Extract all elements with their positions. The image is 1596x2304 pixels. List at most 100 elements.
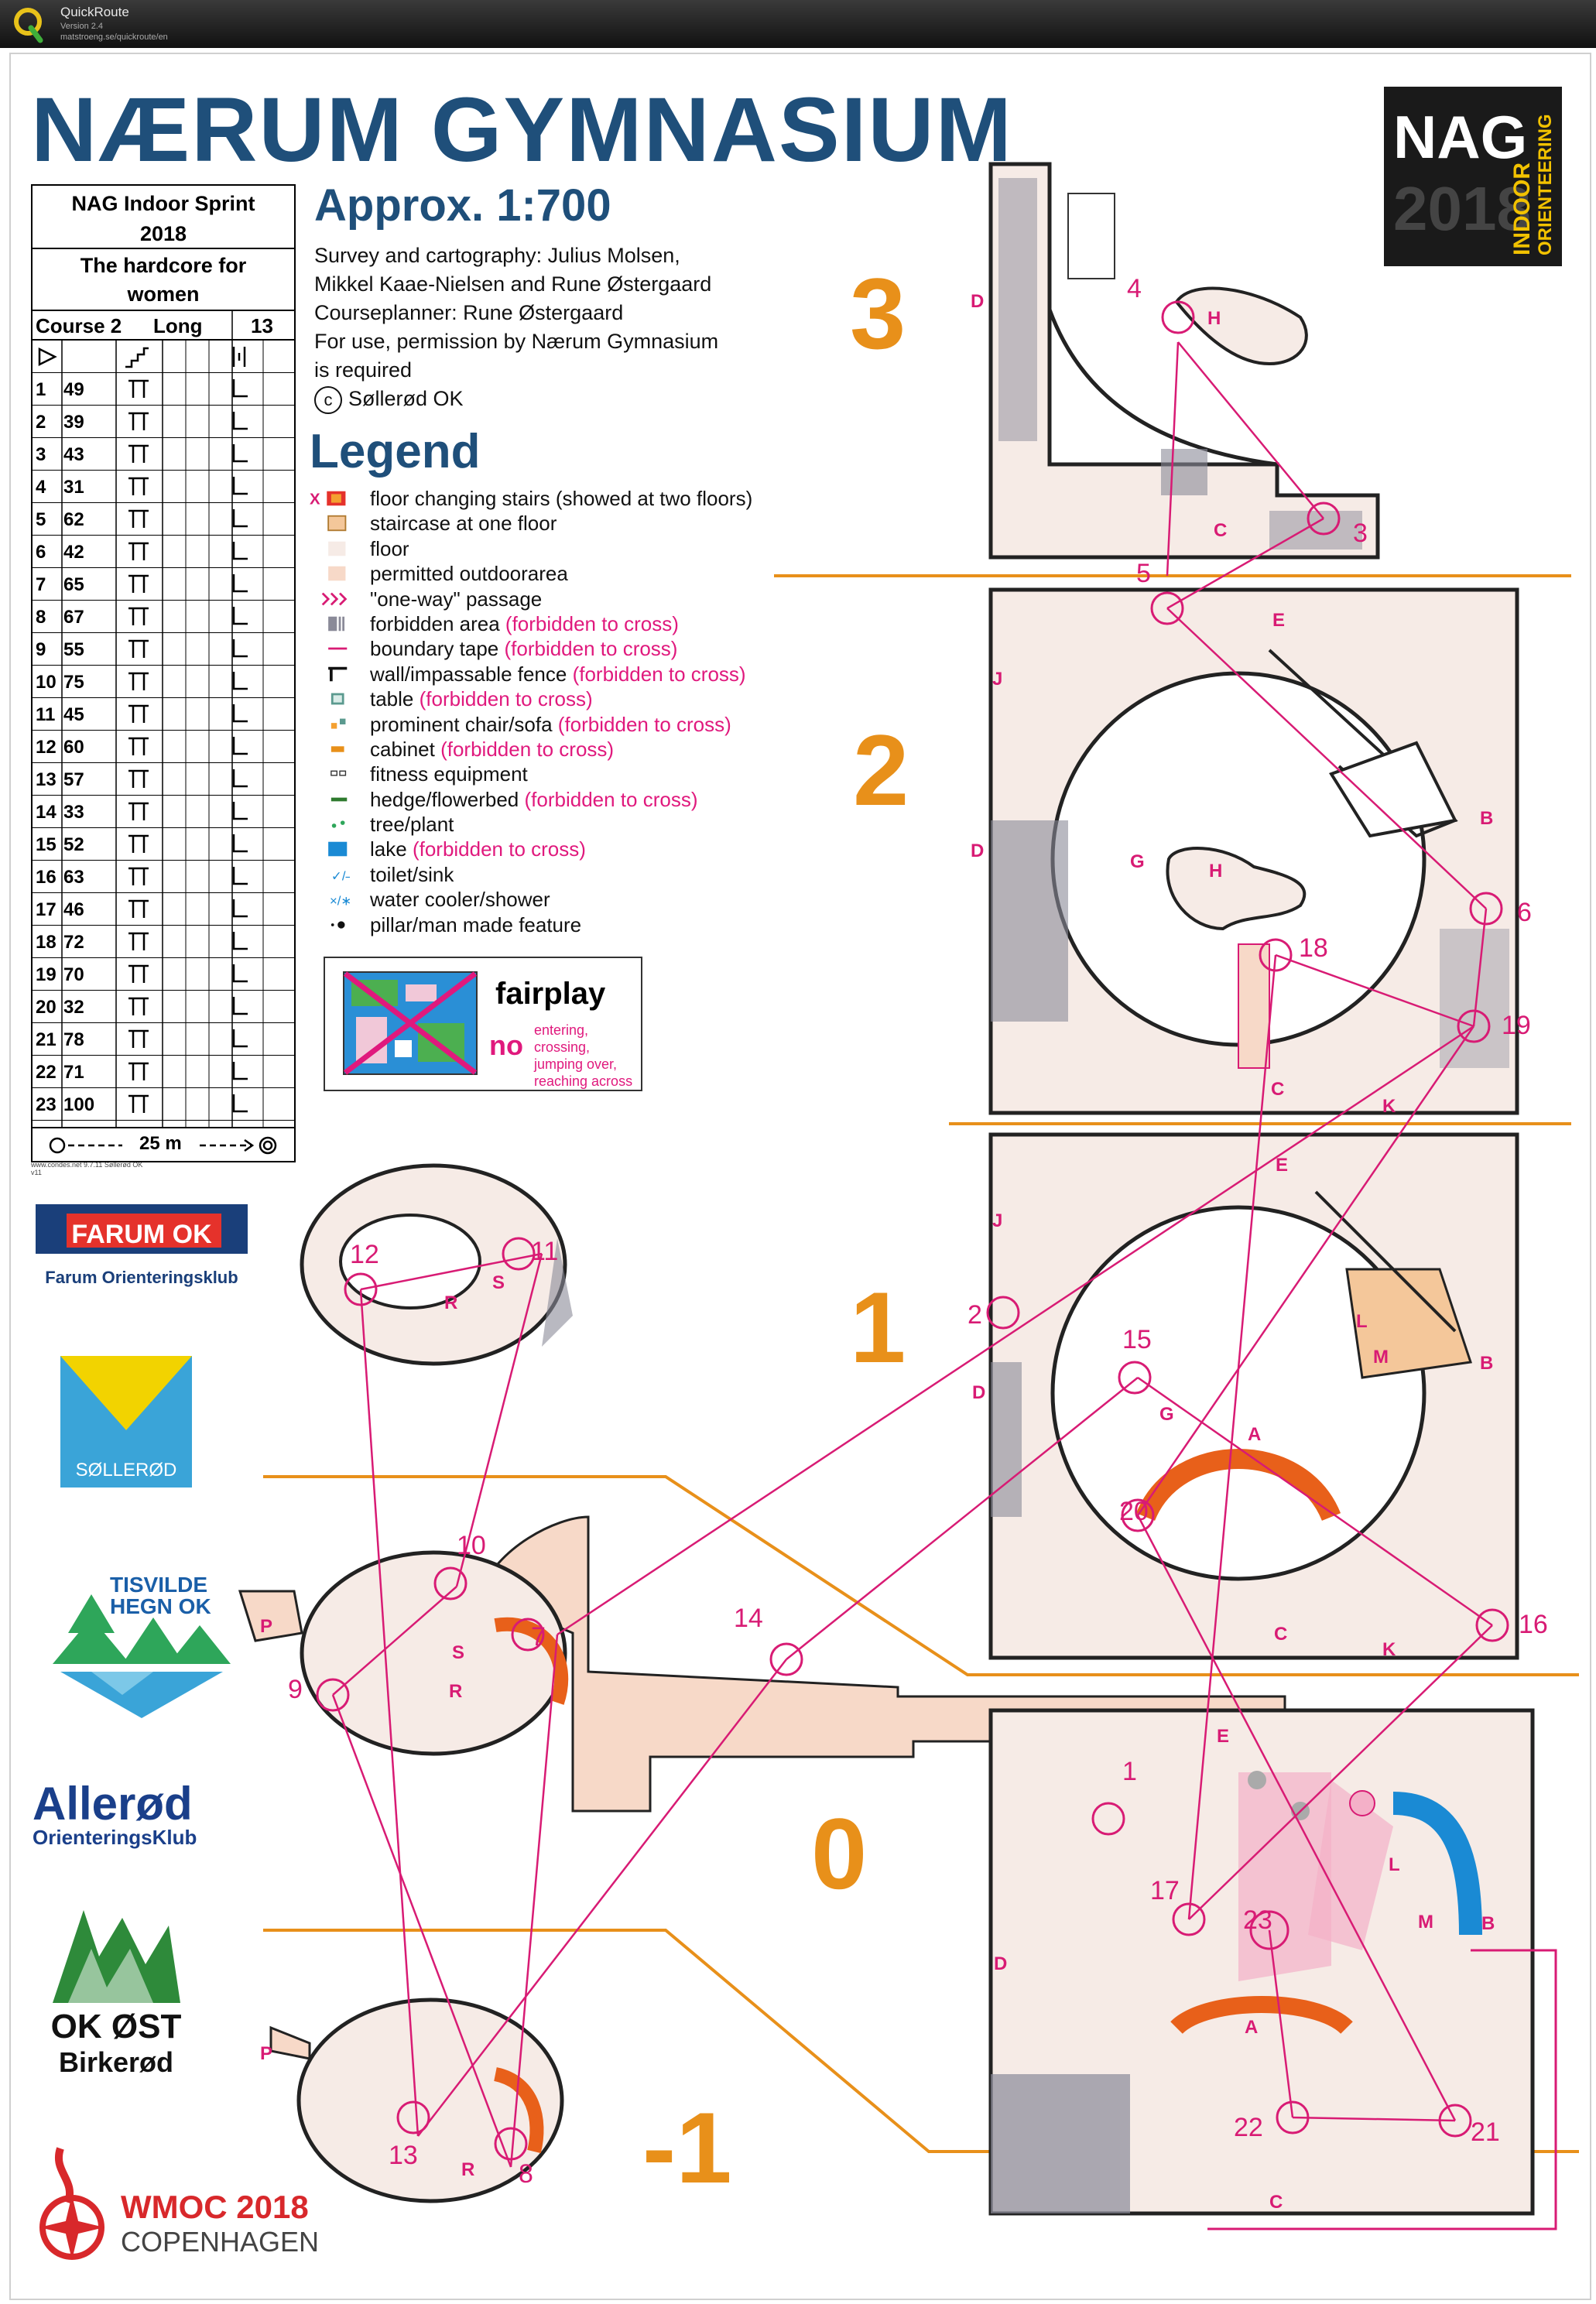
letter-b-floor2: B <box>1480 808 1494 829</box>
control-circle-13 <box>396 2100 430 2135</box>
card-row-code: 43 <box>63 444 84 465</box>
svg-text:✓/–: ✓/– <box>331 868 350 883</box>
legend-item: staircase at one floor <box>308 511 850 536</box>
legend-label: floor <box>370 537 409 561</box>
fairplay-box: fairplay no entering, crossing, jumping … <box>324 957 642 1091</box>
feature-symbol-icon <box>128 509 149 528</box>
letter-c-floor1: C <box>1274 1624 1288 1645</box>
card-course-desc: The hardcore for women <box>33 249 294 311</box>
control-circle-12 <box>344 1272 378 1306</box>
card-row-code: 65 <box>63 574 84 595</box>
app-name: QuickRoute <box>60 5 129 19</box>
card-row-code: 62 <box>63 509 84 530</box>
legend-warning: (forbidden to cross) <box>505 611 679 635</box>
floor-2-plan <box>988 587 1519 1115</box>
credit-line-1: Survey and cartography: Julius Molsen, <box>314 244 680 267</box>
legend-item: hedge/flowerbed (forbidden to cross) <box>308 787 850 812</box>
tisvilde-name-2: HEGN OK <box>110 1594 211 1618</box>
legend-warning: (forbidden to cross) <box>524 787 698 811</box>
control-circle-5 <box>1150 591 1184 625</box>
card-row-code: 70 <box>63 964 84 985</box>
letter-p-floor0: P <box>260 1616 273 1637</box>
card-row-code: 33 <box>63 802 84 823</box>
card-row-code: 57 <box>63 769 84 790</box>
start-triangle-icon <box>38 347 57 367</box>
control-circle-17 <box>1172 1902 1206 1936</box>
credit-line-4: For use, permission by Nærum Gymnasium <box>314 330 719 353</box>
letter-r-annex0: R <box>449 1681 463 1702</box>
feature-symbol-icon <box>128 899 149 918</box>
feature-symbol-icon <box>128 834 149 853</box>
card-row-code: 52 <box>63 834 84 855</box>
legend-label: toilet/sink <box>370 863 454 887</box>
farum-sub: Farum Orienteringsklub <box>45 1268 238 1287</box>
control-circle-1 <box>1091 1802 1125 1836</box>
card-row-num: 3 <box>36 444 46 465</box>
app-url[interactable]: matstroeng.se/quickroute/en <box>60 33 168 42</box>
annex-floor-0 <box>238 1550 569 1756</box>
card-row-num: 12 <box>36 737 57 758</box>
letter-c-floor0: C <box>1269 2192 1283 2213</box>
location-symbol-icon <box>232 607 248 625</box>
svg-text:×/∗: ×/∗ <box>330 894 350 909</box>
floor-label-3: 3 <box>850 257 906 370</box>
legend-label-text: cabinet <box>370 737 435 761</box>
legend-label: lake (forbidden to cross) <box>370 837 586 861</box>
legend-label-text: floor <box>370 536 409 560</box>
map-credits: Survey and cartography: Julius Molsen, M… <box>314 241 748 414</box>
stairs-icon <box>125 347 149 368</box>
card-row-code: 100 <box>63 1094 95 1115</box>
control-number-12: 12 <box>350 1240 379 1269</box>
feature-symbol-icon <box>128 639 149 658</box>
letter-c-floor2: C <box>1271 1079 1285 1100</box>
wmoc-city: COPENHAGEN <box>121 2226 320 2258</box>
legend-warning: (forbidden to cross) <box>419 687 593 711</box>
credit-line-5: is required <box>314 358 413 382</box>
card-row-code: 32 <box>63 997 84 1018</box>
control-number-21: 21 <box>1471 2117 1500 2147</box>
control-number-23: 23 <box>1243 1905 1272 1935</box>
location-symbol-icon <box>232 1062 248 1080</box>
farum-name: FARUM OK <box>71 1220 212 1249</box>
control-number-22: 22 <box>1234 2113 1263 2142</box>
legend-label: tree/plant <box>370 813 454 837</box>
card-row-code: 63 <box>63 867 84 888</box>
floor-label-1: 1 <box>850 1271 906 1384</box>
farum-ok-logo: FARUM OK Farum Orienteringsklub <box>36 1204 248 1294</box>
card-event-line2: 2018 <box>139 222 187 245</box>
legend-swatch-icon <box>331 770 347 776</box>
feature-symbol-icon <box>128 542 149 560</box>
location-symbol-icon <box>232 672 248 690</box>
nag-logo-short: NAG <box>1393 103 1528 171</box>
letter-b-floor1: B <box>1480 1353 1494 1374</box>
control-circle-4 <box>1161 300 1195 334</box>
ok-ost-name-2: Birkerød <box>58 2046 174 2078</box>
location-symbol-icon <box>232 964 248 983</box>
control-circle-11 <box>502 1237 536 1271</box>
allerod-sub: OrienteringsKlub <box>33 1826 197 1849</box>
legend-swatch-icon: ✓/– <box>331 868 350 883</box>
tisvilde-logo-icon <box>53 1594 231 1718</box>
card-row-num: 14 <box>36 802 57 823</box>
legend-label-text: wall/impassable fence <box>370 662 567 686</box>
svg-text:ORIENTEERING: ORIENTEERING <box>1535 114 1554 255</box>
control-circle-9 <box>316 1678 350 1712</box>
feature-symbol-icon <box>128 964 149 983</box>
location-symbol-icon <box>232 899 248 918</box>
legend-label: floor changing stairs (showed at two flo… <box>370 487 752 511</box>
control-circle-23 <box>1249 1910 1289 1950</box>
legend-item: permitted outdoorarea <box>308 561 850 586</box>
letter-e-floor1: E <box>1276 1155 1289 1176</box>
legend-label: permitted outdoorarea <box>370 562 568 586</box>
card-row-code: 55 <box>63 639 84 660</box>
letter-r-annex1: R <box>444 1292 458 1313</box>
